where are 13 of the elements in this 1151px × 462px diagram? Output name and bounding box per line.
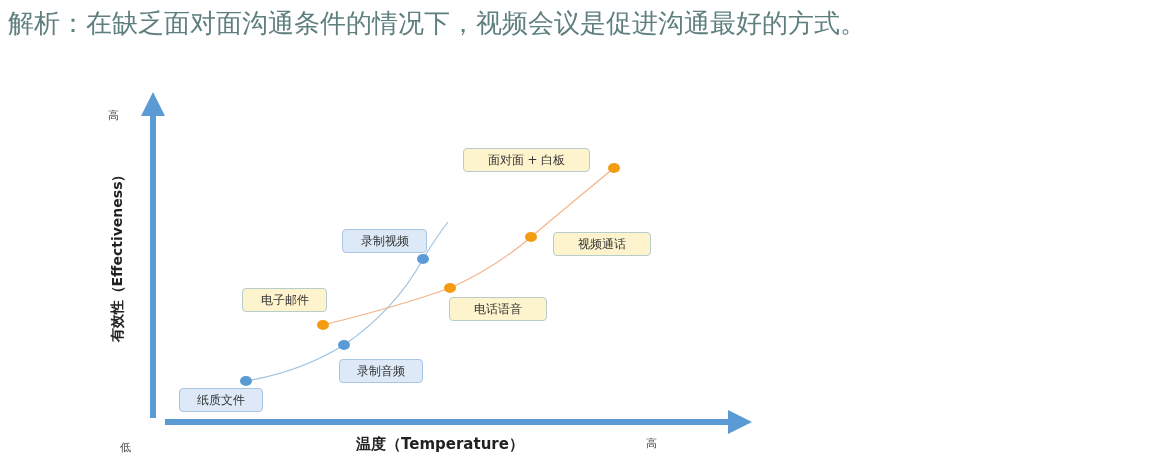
axis-end-label: 高 xyxy=(646,436,657,451)
label-box: 电话语音 xyxy=(449,297,547,321)
label-box: 视频通话 xyxy=(553,232,651,256)
axis-title: 温度（Temperature） xyxy=(356,435,524,454)
axis-end-label: 高 xyxy=(108,108,119,123)
label-box: 电子邮件 xyxy=(242,288,327,312)
label-box: 录制视频 xyxy=(342,229,427,253)
label-box: 纸质文件 xyxy=(179,388,263,412)
title: 解析：在缺乏面对面沟通条件的情况下，视频会议是促进沟通最好的方式。 xyxy=(8,7,866,40)
label-box: 面对面 + 白板 xyxy=(463,148,590,172)
axis-title: 有效性（Effectiveness） xyxy=(109,167,126,343)
label-box: 录制音频 xyxy=(339,359,423,383)
axis-end-label: 低 xyxy=(120,440,131,455)
